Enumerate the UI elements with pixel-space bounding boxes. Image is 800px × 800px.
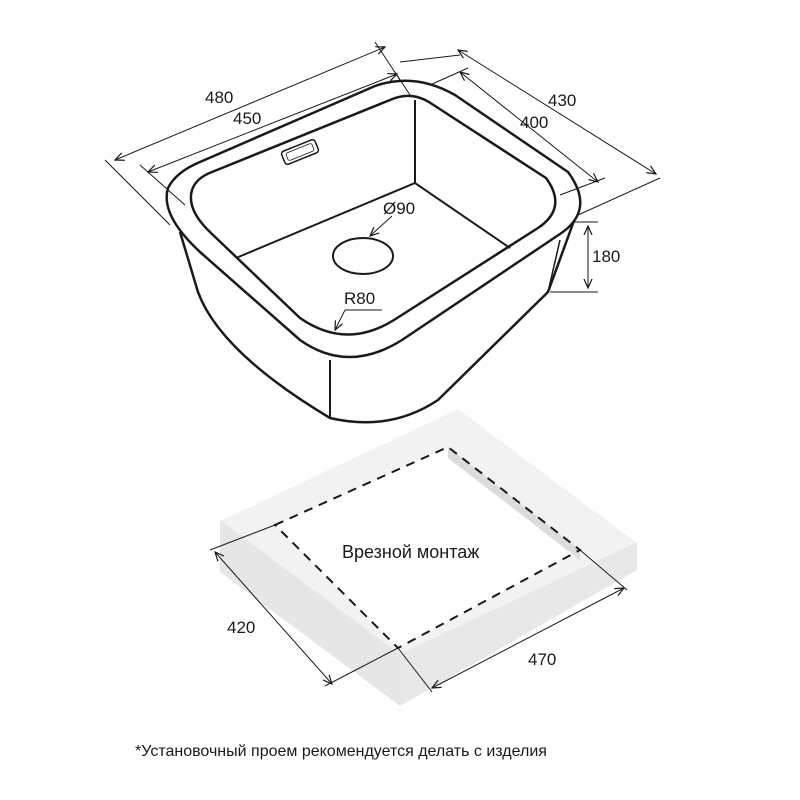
- sink-right-edge: [547, 239, 561, 293]
- dim-depth: 180: [592, 247, 620, 266]
- dim-470-ext-left: [397, 647, 433, 693]
- dim-470-ext-right: [579, 549, 628, 591]
- dim-420-ext-bottom: [324, 647, 399, 687]
- dim-420-line: [215, 552, 332, 684]
- footnote: *Установочный проем рекомендуется делать…: [135, 743, 547, 760]
- dim-outer-length: 480: [205, 88, 233, 107]
- dim-400-line: [460, 72, 598, 182]
- sink-drawing: [165, 79, 582, 424]
- dim-outer-width: 430: [548, 91, 576, 110]
- drain-leader: [370, 215, 393, 236]
- dim-430-ext-top: [399, 54, 461, 63]
- dim-450-line: [148, 74, 397, 172]
- countertop-top-edge: [219, 406, 638, 543]
- drain-hole: [332, 237, 394, 275]
- countertop-drawing: Врезной монтаж: [219, 406, 638, 706]
- dim-400-ext-top: [429, 67, 469, 86]
- cutout-dimensions: 420 470: [209, 524, 628, 693]
- dim-470-line: [432, 588, 624, 688]
- radius-leader: [335, 309, 346, 330]
- dim-480-ext-left: [104, 159, 171, 226]
- dim-drain-diameter: Ø90: [383, 199, 415, 218]
- dim-inner-width: 400: [520, 113, 548, 132]
- dim-inner-length: 450: [233, 109, 261, 128]
- dim-corner-radius: R80: [344, 289, 375, 308]
- dim-cutout-width: 420: [227, 618, 255, 637]
- dim-cutout-length: 470: [528, 650, 556, 669]
- dim-420-ext-top: [209, 524, 276, 551]
- dim-430-ext-bottom: [577, 177, 661, 216]
- sink-dimensions: 480 450 430 400 180 Ø90 R80: [104, 41, 661, 330]
- cutout-wall-back: [448, 447, 580, 560]
- cutout-title: Врезной монтаж: [342, 542, 479, 562]
